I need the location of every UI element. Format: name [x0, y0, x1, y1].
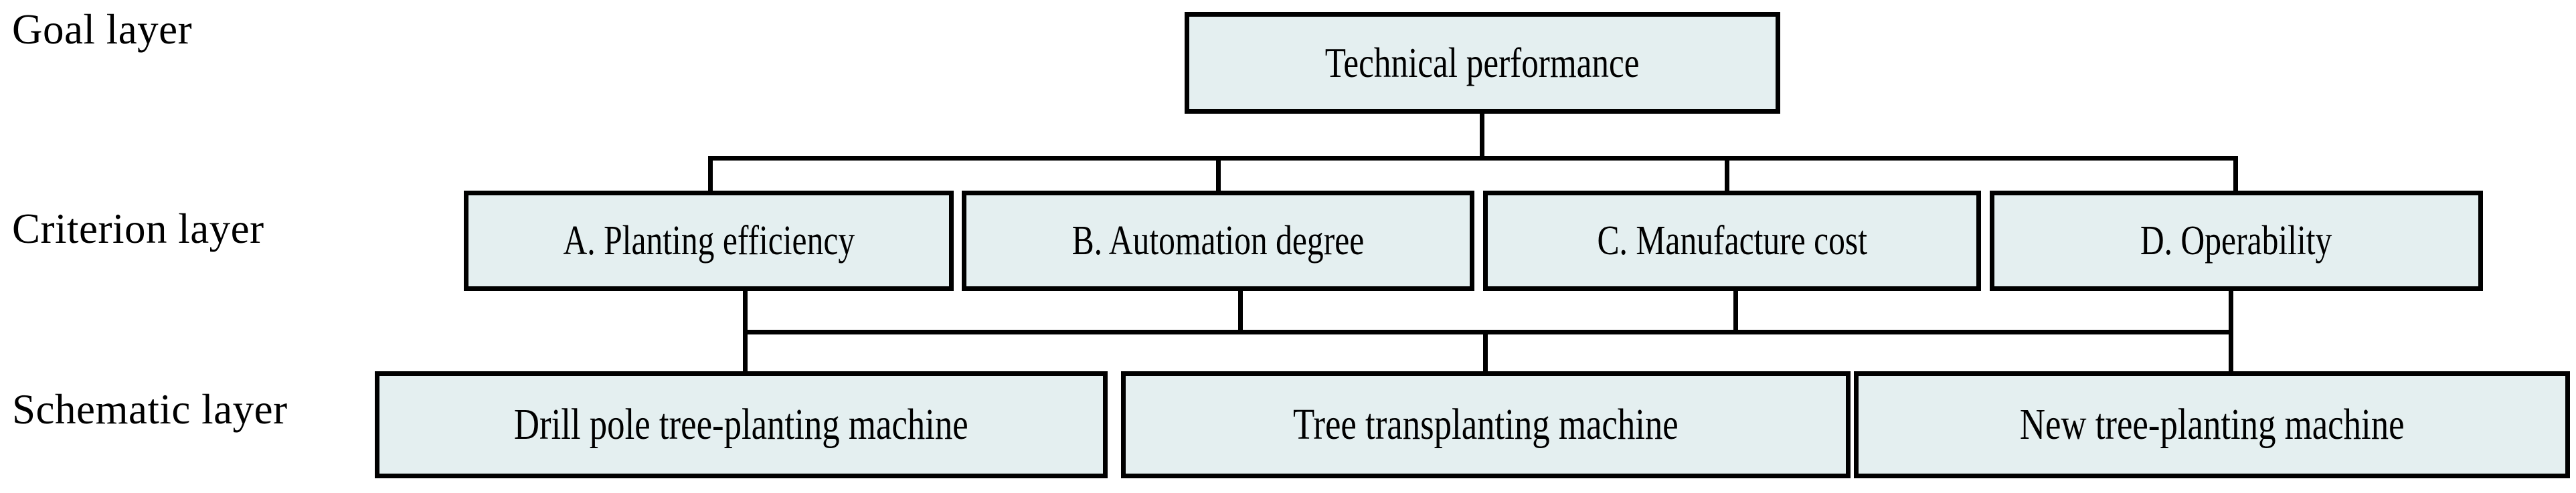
alternative-node-tree-transplanting-machine[interactable]: Tree transplanting machine	[1121, 371, 1851, 478]
criterion-node-b[interactable]: B. Automation degree	[962, 191, 1474, 291]
alternative-node-drill-pole-tree-planting-machine[interactable]: Drill pole tree-planting machine	[375, 371, 1108, 478]
criterion-node-b-label: B. Automation degree	[1071, 218, 1365, 264]
connector-drop-criterion-d	[2233, 156, 2238, 193]
criterion-node-c[interactable]: C. Manufacture cost	[1483, 191, 1981, 291]
layer-label-goal: Goal layer	[12, 6, 193, 53]
criterion-node-a-label: A. Planting efficiency	[563, 218, 855, 264]
connector-riser-criterion-b	[1238, 291, 1243, 330]
alternative-node-new-tree-planting-machine[interactable]: New tree-planting machine	[1854, 371, 2570, 478]
connector-riser-criterion-c	[1733, 291, 1738, 330]
connector-drop-alternative-2	[1483, 330, 1488, 371]
connector-alternative-bus	[743, 330, 2233, 334]
connector-drop-criterion-a	[708, 156, 713, 193]
connector-riser-criterion-d	[2229, 291, 2233, 330]
alternative-node-2-label: Tree transplanting machine	[1293, 400, 1679, 449]
connector-drop-alternative-3	[2229, 330, 2233, 371]
layer-label-schematic: Schematic layer	[12, 386, 288, 433]
goal-node-technical-performance[interactable]: Technical performance	[1185, 12, 1780, 114]
connector-drop-criterion-c	[1725, 156, 1729, 193]
connector-criterion-bus	[708, 156, 2238, 161]
connector-goal-stem	[1480, 114, 1484, 161]
goal-node-label: Technical performance	[1325, 39, 1640, 86]
criterion-node-d[interactable]: D. Operability	[1990, 191, 2483, 291]
criterion-node-d-label: D. Operability	[2140, 218, 2332, 264]
connector-drop-criterion-b	[1216, 156, 1221, 193]
connector-drop-alternative-1	[743, 330, 748, 371]
criterion-node-c-label: C. Manufacture cost	[1597, 218, 1867, 264]
criterion-node-a[interactable]: A. Planting efficiency	[464, 191, 954, 291]
layer-label-criterion: Criterion layer	[12, 205, 264, 252]
alternative-node-3-label: New tree-planting machine	[2019, 400, 2405, 449]
alternative-node-1-label: Drill pole tree-planting machine	[514, 400, 968, 449]
connector-riser-criterion-a	[743, 291, 748, 330]
